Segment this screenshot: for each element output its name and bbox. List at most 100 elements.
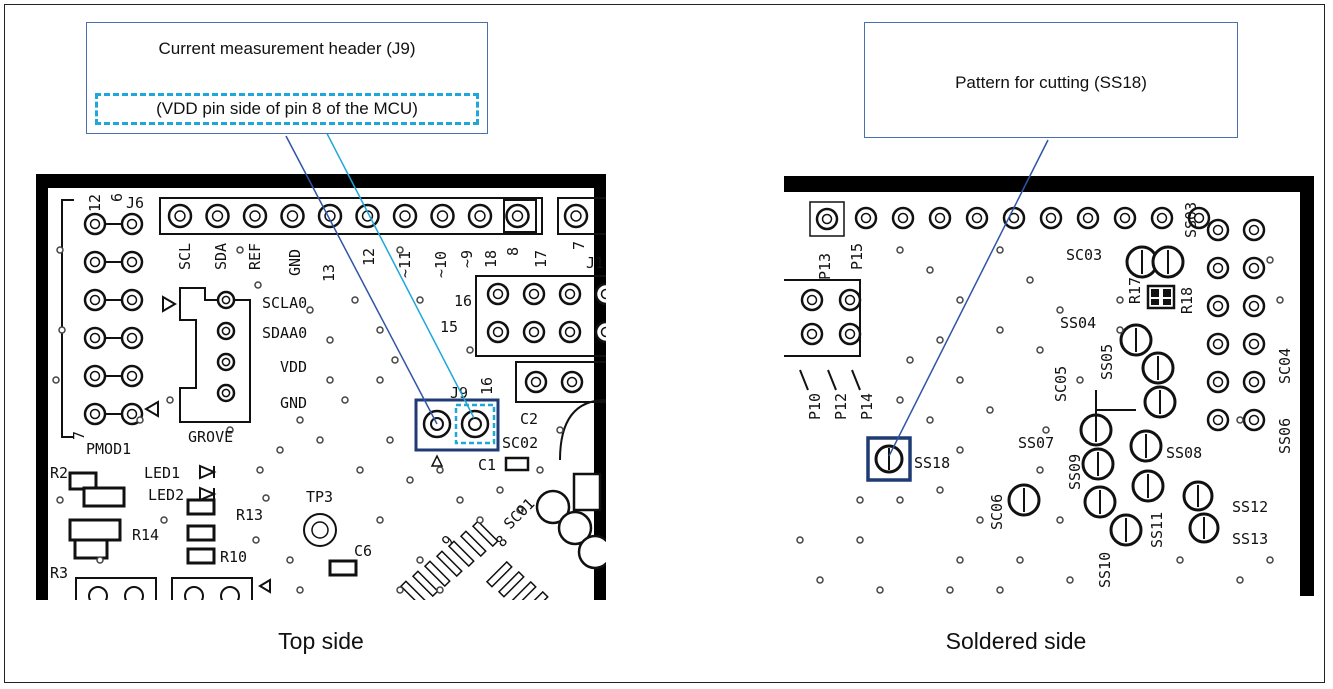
label-tp3: TP3 (306, 488, 333, 506)
j1-pin-hole (528, 288, 540, 300)
via (166, 396, 174, 404)
j1-pin-hole (600, 326, 606, 338)
header-pin-hole (1119, 212, 1131, 224)
label-r3: R3 (50, 564, 68, 582)
label-ss09: SS09 (1066, 454, 1084, 490)
pmod-pin-hole (89, 256, 101, 268)
label-ss07: SS07 (1018, 434, 1054, 452)
header-pin-hole (1045, 212, 1057, 224)
label-sc06: SC06 (988, 494, 1006, 530)
p13-pin-hole (806, 294, 818, 306)
via (1276, 296, 1284, 304)
via (556, 426, 564, 434)
via (1116, 326, 1124, 334)
via (254, 281, 262, 289)
via (136, 416, 144, 424)
label-p10: P10 (806, 393, 824, 420)
via (896, 496, 904, 504)
label-17: 17 (532, 250, 550, 268)
via (516, 506, 524, 514)
label-grove: GROVE (188, 428, 233, 446)
label-pmod-12: 12 (86, 194, 104, 212)
header-pin-hole (971, 212, 983, 224)
label-c2: C2 (520, 410, 538, 428)
via (356, 466, 364, 474)
via (956, 376, 964, 384)
j9-callout-title: Current measurement header (J9) (158, 39, 416, 58)
label-gnd2: GND (280, 394, 307, 412)
via (1076, 376, 1084, 384)
via (436, 466, 444, 474)
header-pin-hole (821, 213, 833, 225)
label-r2: R2 (50, 464, 68, 482)
pmod-pin-hole (126, 370, 138, 382)
pmod-pin-hole (126, 256, 138, 268)
label-11: ~11 (396, 251, 414, 278)
header-pin-hole (860, 212, 872, 224)
via (1042, 426, 1050, 434)
label-ss18: SS18 (914, 454, 950, 472)
label-sdaa0: SDAA0 (262, 324, 307, 342)
via (326, 376, 334, 384)
header-pin-hole (1212, 224, 1224, 236)
leader-line-j9-pin (319, 119, 475, 419)
via (856, 496, 864, 504)
ic-pad (459, 530, 487, 558)
label-c6: C6 (354, 542, 372, 560)
header-pin-hole (1248, 224, 1260, 236)
label-scla0: SCLA0 (262, 294, 307, 312)
j1-pin-hole (492, 288, 504, 300)
ss18-highlight-box (866, 436, 912, 482)
label-r18: R18 (1178, 287, 1196, 314)
label-j9: J9 (450, 384, 468, 402)
ic-pad (485, 560, 513, 588)
label-r14: R14 (132, 526, 159, 544)
label-16b: 16 (478, 377, 496, 395)
via (226, 426, 234, 434)
j1-pin-hole (528, 326, 540, 338)
via (1236, 576, 1244, 584)
via (252, 536, 260, 544)
label-pmod1: PMOD1 (86, 440, 131, 458)
label-j6: J6 (126, 194, 144, 212)
via (1056, 306, 1064, 314)
label-j1: J1 (586, 254, 604, 272)
label-ss10: SS10 (1096, 552, 1114, 588)
via (296, 586, 304, 594)
via (306, 306, 314, 314)
via (391, 356, 399, 364)
label-ref: REF (246, 243, 264, 270)
label-led1: LED1 (144, 464, 180, 482)
p13-pin-hole (806, 328, 818, 340)
label-led2: LED2 (148, 486, 184, 504)
grove-pin-hole (221, 388, 231, 398)
via (396, 246, 404, 254)
label-ss05: SS05 (1098, 344, 1116, 380)
j6-pin-hole (211, 210, 224, 222)
j1-pin-hole (564, 326, 576, 338)
label-ss03: SS03 (1182, 202, 1200, 238)
header-pin-hole (1212, 414, 1224, 426)
via (1036, 466, 1044, 474)
ic-pad (423, 560, 451, 588)
via (262, 494, 270, 502)
via (1266, 556, 1274, 564)
label-18: 18 (482, 250, 500, 268)
p13-pin-hole (844, 328, 856, 340)
via (416, 556, 424, 564)
label-r17: R17 (1126, 277, 1144, 304)
header-pin-hole (1156, 212, 1168, 224)
via (996, 246, 1004, 254)
pmod-pin-hole (126, 294, 138, 306)
pmod-pin-hole (89, 294, 101, 306)
label-ss08: SS08 (1166, 444, 1202, 462)
via (996, 326, 1004, 334)
via (436, 586, 444, 594)
via (926, 266, 934, 274)
ic-pad (447, 540, 475, 568)
label-ss04: SS04 (1060, 314, 1096, 332)
via (856, 536, 864, 544)
via (956, 296, 964, 304)
j6-pin-hole (511, 210, 524, 222)
